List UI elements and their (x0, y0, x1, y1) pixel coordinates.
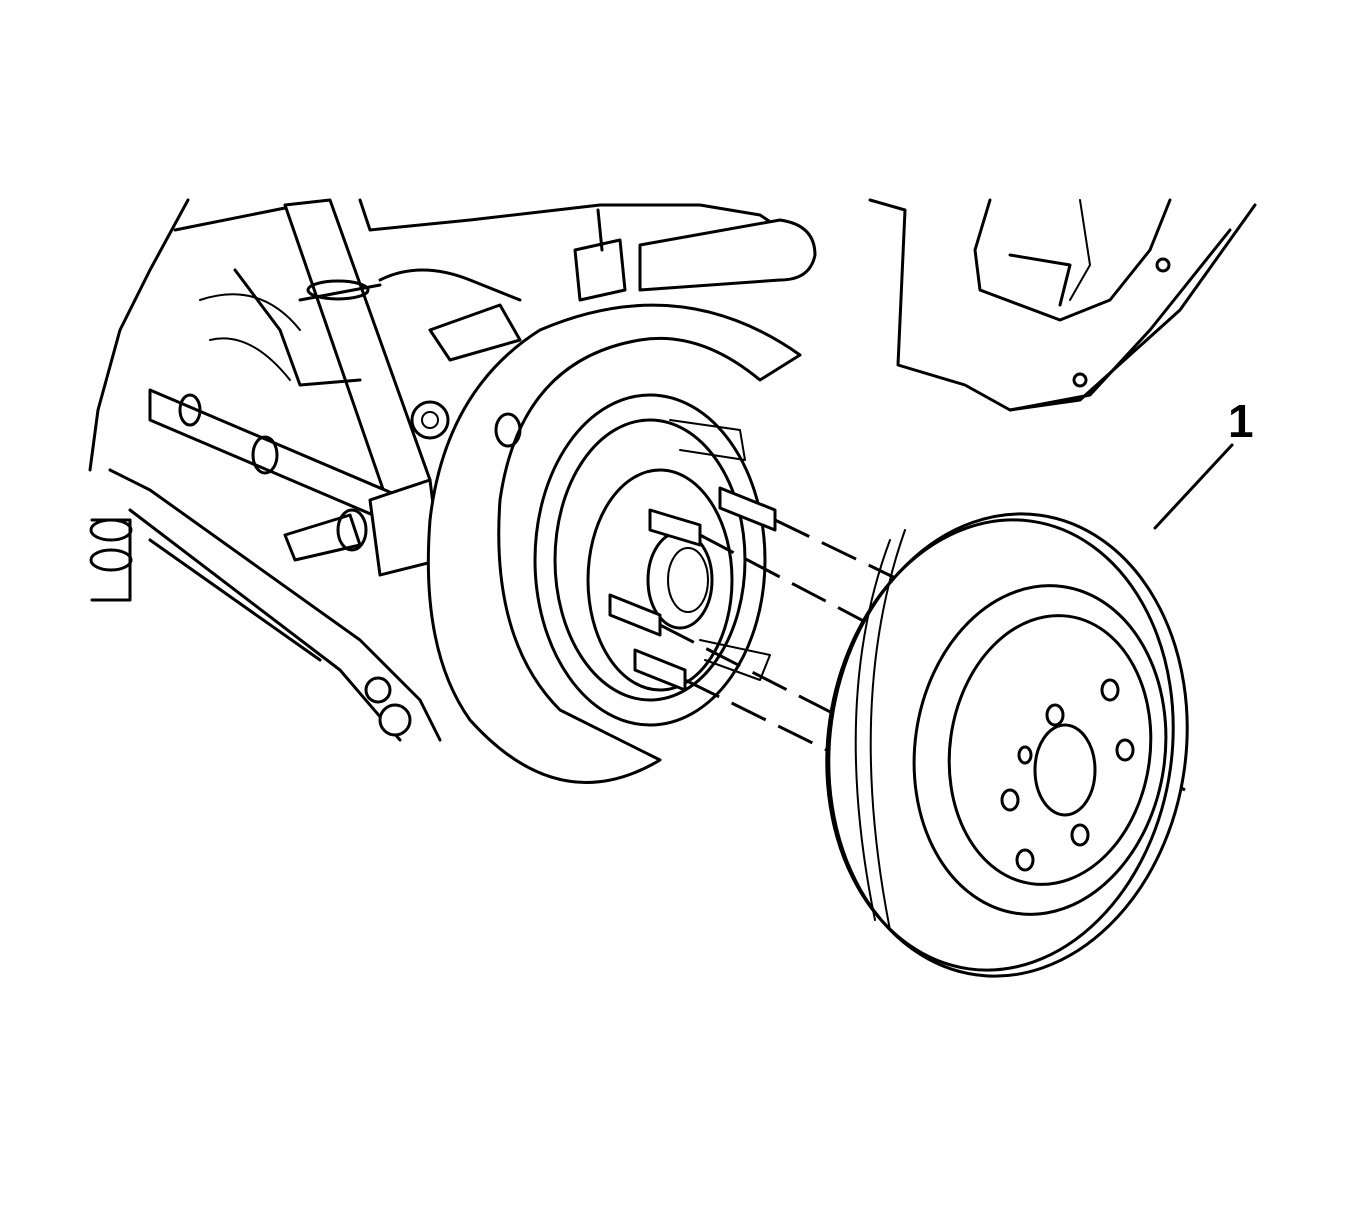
brake-rotor (825, 512, 1189, 978)
suspension-assembly (88, 198, 817, 742)
callout-leader-1 (1153, 443, 1234, 530)
wheel-studs (608, 486, 777, 692)
wheel-well-panel (868, 198, 1257, 412)
dust-shield (426, 303, 802, 784)
callout-label-1: 1 (1228, 395, 1254, 447)
